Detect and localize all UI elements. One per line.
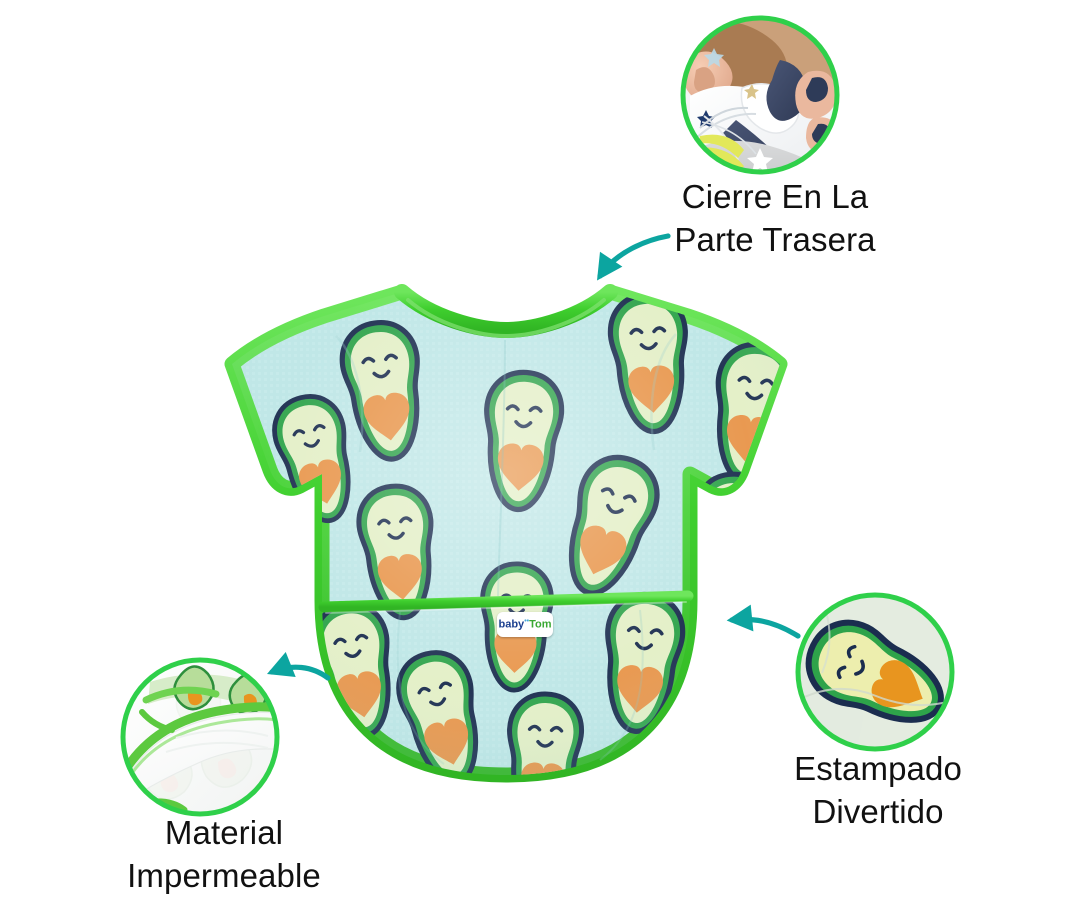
circle-ring-fun-print <box>795 592 955 752</box>
bib-shading <box>232 292 780 775</box>
callout-label-waterproof-material: Material Impermeable <box>127 814 321 894</box>
arrow-back-closure <box>597 233 671 281</box>
callout-circle-waterproof <box>120 657 280 817</box>
brand-tag: baby••Tom <box>497 612 553 637</box>
callout-circle-back-closure <box>680 15 840 175</box>
bib-pocket-seam <box>318 590 694 613</box>
arrow-waterproof <box>267 652 331 681</box>
product-bib <box>224 284 788 783</box>
callout-label-fun-print: Estampado Divertido <box>794 750 962 830</box>
arrow-fun-print <box>726 604 801 639</box>
brand-tag-text-secondary: Tom <box>529 618 552 631</box>
brand-tag-text-primary: baby <box>498 618 525 631</box>
callout-label-back-closure: Cierre En La Parte Trasera <box>674 178 876 258</box>
circle-ring-waterproof <box>120 657 280 817</box>
callout-arrows <box>267 233 801 681</box>
brand-tag-dot: •• <box>524 618 530 626</box>
bib-neckline-trim <box>394 284 618 339</box>
callout-circle-fun-print <box>795 592 955 752</box>
circle-ring-back-closure <box>680 15 840 175</box>
